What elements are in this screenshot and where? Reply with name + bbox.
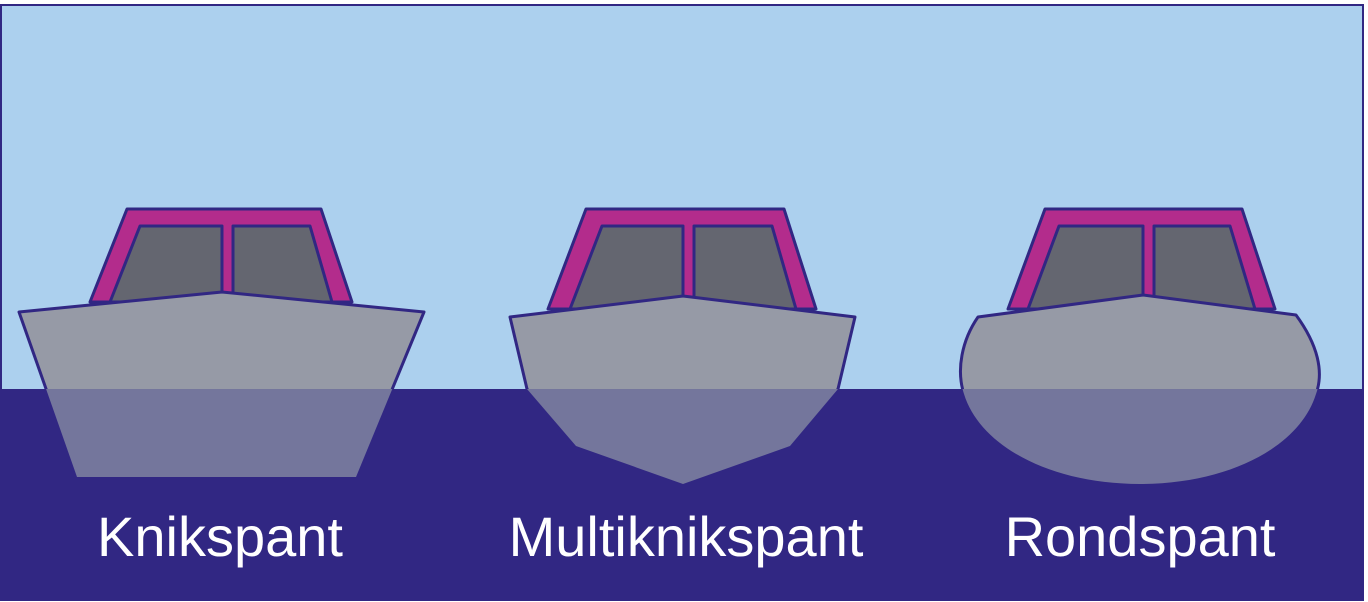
- boat-multiknikspant: Multiknikspant: [508, 207, 864, 568]
- hull-above-water: [19, 292, 424, 389]
- hull: [17, 290, 426, 477]
- hull: [508, 294, 857, 484]
- boat-knikspant: Knikspant: [17, 207, 426, 568]
- label-rondspant: Rondspant: [1005, 505, 1276, 568]
- hull-outline: [508, 294, 857, 389]
- hull-above-water: [960, 295, 1320, 389]
- hull-outline: [17, 290, 426, 389]
- hull: [958, 293, 1321, 484]
- cabin: [88, 207, 354, 304]
- hull-below-water: [527, 389, 838, 484]
- label-multiknikspant: Multiknikspant: [509, 505, 864, 568]
- hull-below-water: [46, 389, 393, 477]
- frame-border: [0, 4, 1364, 601]
- label-knikspant: Knikspant: [97, 505, 343, 568]
- boat-rondspant: Rondspant: [958, 207, 1321, 568]
- hull-outline: [958, 293, 1321, 389]
- cabin: [1006, 207, 1277, 311]
- hull-below-water: [962, 389, 1318, 484]
- hull-above-water: [510, 296, 855, 389]
- cabin: [546, 207, 818, 311]
